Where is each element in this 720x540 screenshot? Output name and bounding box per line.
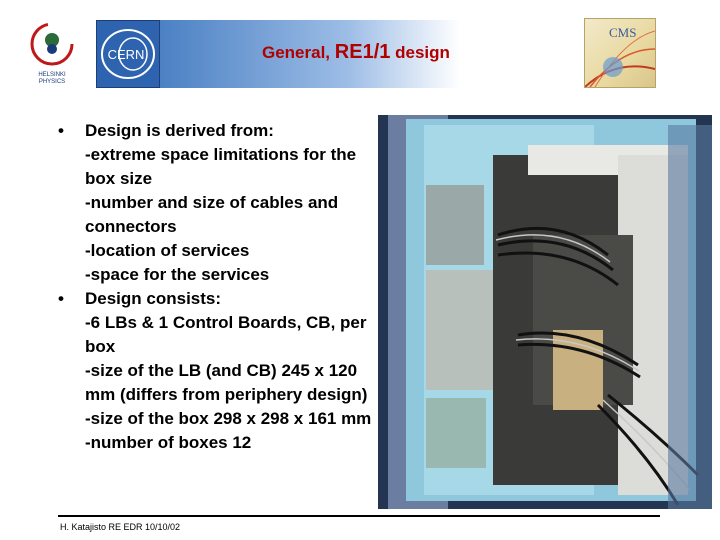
institute-logo: HELSINKI PHYSICS <box>22 18 82 88</box>
cern-logo-text: CERN <box>108 47 145 62</box>
bullet-derived-text: Design is derived from: <box>85 121 274 140</box>
bullet-consists-text: Design consists: <box>85 289 222 308</box>
title-main: RE1/1 <box>334 41 391 63</box>
footer-text: H. Katajisto RE EDR 10/10/02 <box>60 522 181 532</box>
svg-text:HELSINKI: HELSINKI <box>38 72 66 78</box>
title-prefix: General, <box>262 43 331 62</box>
cern-logo: CERN <box>96 20 160 88</box>
bullet-derived: • Design is derived from: <box>58 119 376 143</box>
cms-logo-text: CMS <box>609 25 636 40</box>
footer-divider <box>58 515 660 517</box>
assembly-photo <box>378 115 712 509</box>
slide-content: • Design is derived from: -extreme space… <box>58 119 376 455</box>
list-item: -number of boxes 12 <box>85 433 252 452</box>
list-item: -size of the box 298 x 298 x 161 mm <box>85 409 372 428</box>
title-suffix: design <box>395 43 450 62</box>
bullet-dot: • <box>58 289 64 308</box>
list-item: -6 LBs & 1 Control Boards, CB, per box <box>85 313 367 356</box>
page-title: General, RE1/1 design <box>262 41 450 64</box>
list-item: -location of services <box>85 241 250 260</box>
svg-text:PHYSICS: PHYSICS <box>39 79 65 85</box>
cms-logo: CMS <box>584 18 656 88</box>
bullet-consists: • Design consists: <box>58 287 376 311</box>
list-item: -space for the services <box>85 265 270 284</box>
bullet-dot: • <box>58 121 64 140</box>
list-item: -size of the LB (and CB) 245 x 120 mm (d… <box>85 361 368 404</box>
list-item: -extreme space limitations for the box s… <box>85 145 357 188</box>
list-item: -number and size of cables and connector… <box>85 193 339 236</box>
header-banner <box>96 20 656 88</box>
